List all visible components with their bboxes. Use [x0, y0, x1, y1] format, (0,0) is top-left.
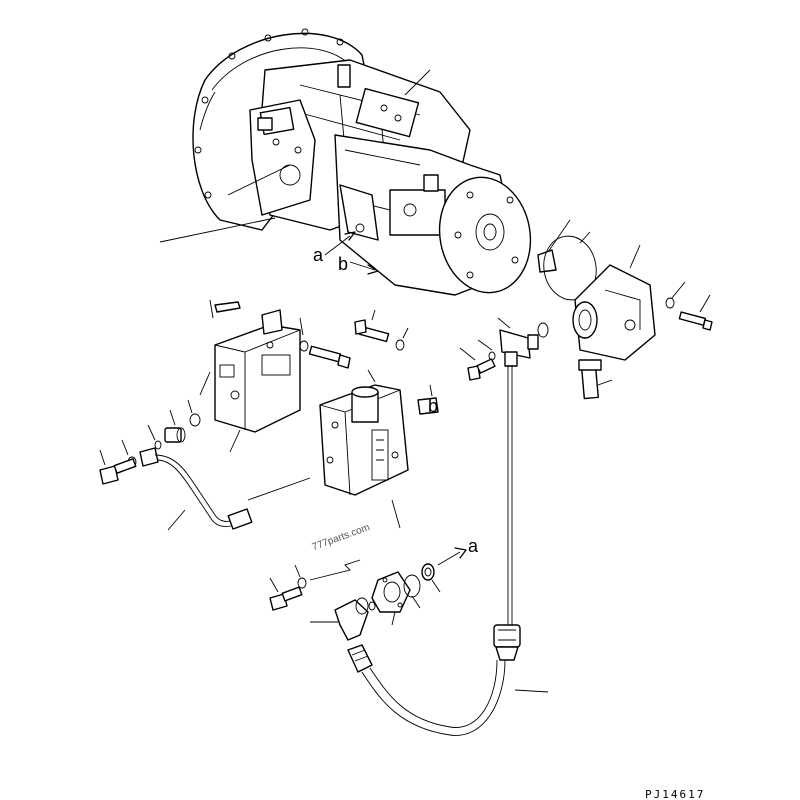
pump-cover-parts: [537, 219, 713, 400]
lower-flange-group: [269, 547, 467, 626]
ref-letter-b-lower: b: [428, 396, 438, 416]
drawing-code: PJ14617: [645, 788, 705, 800]
lower-hose-assembly: [310, 597, 549, 736]
ref-letter-b-upper: b: [338, 254, 348, 274]
pressure-pipe-left: [139, 447, 311, 531]
bolt-set-upper: [299, 309, 409, 369]
watermark-text: 777parts.com: [311, 522, 372, 553]
control-valve-left: [199, 299, 301, 453]
main-pump-assembly: [192, 28, 532, 296]
plug-set-left: [99, 399, 201, 485]
ref-letter-a-upper: a: [313, 245, 324, 265]
ref-letter-a-lower: a: [468, 536, 479, 556]
control-valve-center: [319, 384, 439, 529]
tee-fitting: [459, 317, 539, 625]
